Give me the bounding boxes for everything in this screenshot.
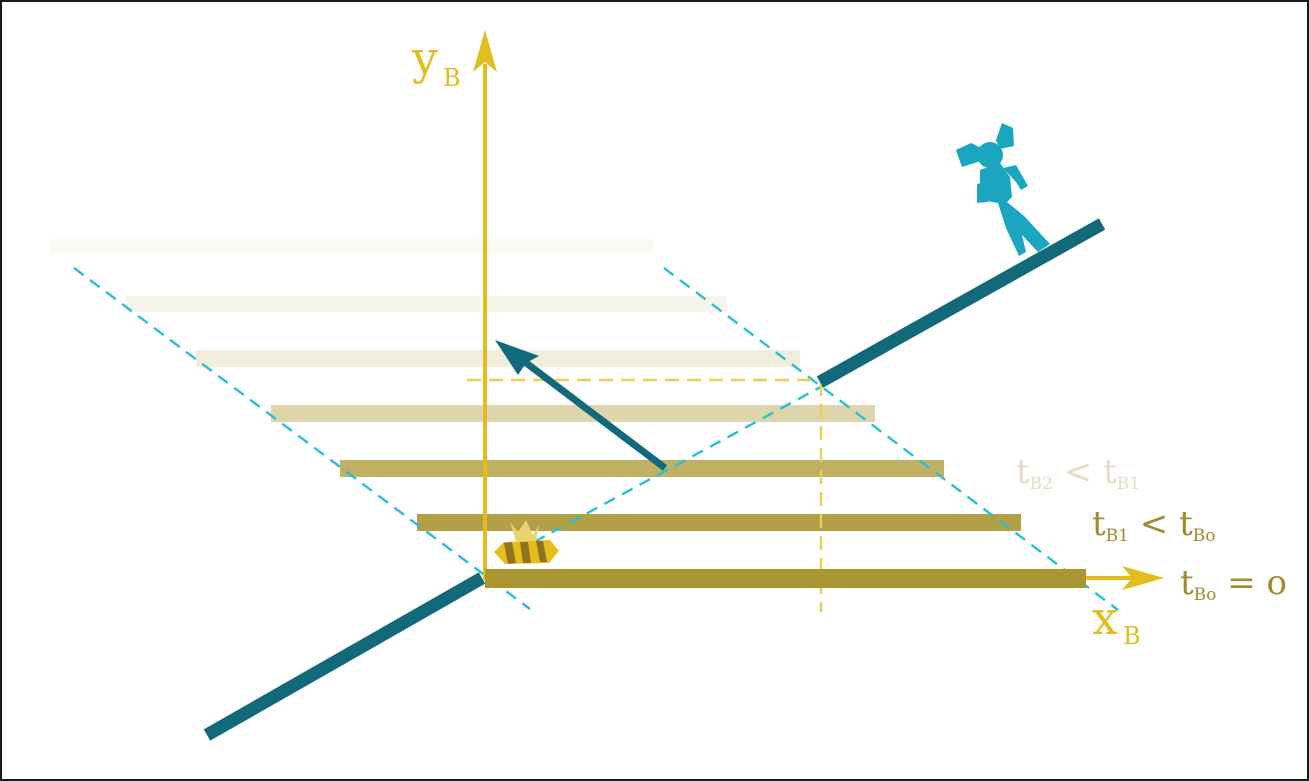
time-slice-bar	[50, 239, 653, 253]
world-line-upper	[816, 218, 1106, 388]
svg-text:x: x	[1092, 591, 1118, 645]
svg-text:tB2 < tB1: tB2 < tB1	[1016, 452, 1140, 494]
svg-text:tB1 < tBo: tB1 < tBo	[1092, 504, 1216, 546]
projection-lines	[467, 378, 823, 612]
y-axis	[473, 30, 497, 580]
svg-text:B: B	[1123, 622, 1141, 650]
time-label-bo-zero: tBo = o	[1180, 563, 1287, 605]
time-slice-bar	[126, 296, 727, 312]
velocity-arrow	[495, 340, 668, 471]
world-line-lower	[203, 572, 486, 741]
x-axis-arrowhead	[1122, 566, 1164, 590]
dashed-plane-lines	[73, 267, 1119, 611]
x-axis-label: x B	[1092, 591, 1141, 650]
svg-text:B: B	[443, 64, 461, 92]
y-axis-label: y B	[411, 31, 461, 92]
velocity-arrowhead	[495, 340, 539, 375]
x-axis	[1086, 566, 1164, 590]
time-slice-bar	[417, 514, 1021, 531]
world-line	[203, 218, 1106, 741]
svg-text:tBo = o: tBo = o	[1180, 563, 1287, 605]
dashed-line-left	[73, 267, 531, 610]
time-slice-bar	[196, 350, 800, 367]
time-slices	[50, 239, 1021, 531]
dashed-line-diagonal	[533, 381, 829, 544]
time-slice-bar	[271, 405, 875, 422]
dashed-line-right	[663, 267, 1119, 611]
y-axis-arrowhead	[473, 30, 497, 72]
time-slice-bar	[340, 460, 944, 477]
bee-icon	[494, 520, 559, 564]
time-label-b1-bo: tB1 < tBo	[1092, 504, 1216, 546]
time-slice-bar-current	[485, 569, 1086, 588]
time-label-b2-b1: tB2 < tB1	[1016, 452, 1140, 494]
girl-with-pigtails-icon	[956, 123, 1050, 256]
svg-text:y: y	[411, 31, 438, 85]
